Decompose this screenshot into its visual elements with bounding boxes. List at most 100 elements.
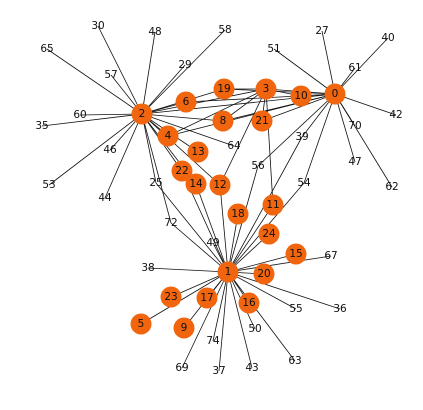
node-15: 15 <box>285 243 307 265</box>
node-label-29: 29 <box>178 59 191 71</box>
node-label-61: 61 <box>348 62 361 74</box>
node-20: 20 <box>253 263 275 285</box>
node-label-10: 10 <box>294 90 307 102</box>
node-56: 56 <box>251 160 265 172</box>
node-circle-17 <box>196 287 218 309</box>
edge-1-15 <box>227 253 297 273</box>
node-circle-13 <box>187 141 209 163</box>
edge-1-74 <box>212 271 229 342</box>
edge-1-69 <box>181 271 229 369</box>
node-label-3: 3 <box>263 83 270 95</box>
node-64: 64 <box>227 140 241 152</box>
node-42: 42 <box>389 109 402 121</box>
node-label-23: 23 <box>164 291 177 303</box>
node-51: 51 <box>267 43 280 55</box>
edge-1-5 <box>140 271 229 325</box>
node-label-54: 54 <box>297 177 311 189</box>
node-24: 24 <box>258 223 280 245</box>
node-label-65: 65 <box>40 43 53 55</box>
node-label-2: 2 <box>139 108 146 120</box>
node-label-27: 27 <box>315 25 328 37</box>
node-label-25: 25 <box>149 177 162 189</box>
edges-layer <box>41 25 397 372</box>
node-29: 29 <box>178 59 191 71</box>
node-23: 23 <box>160 286 182 308</box>
node-16: 16 <box>238 292 260 314</box>
node-label-11: 11 <box>266 199 279 211</box>
node-label-18: 18 <box>231 208 244 220</box>
node-0: 0 <box>324 83 346 105</box>
node-1: 1 <box>217 261 239 283</box>
node-22: 22 <box>171 160 193 182</box>
edge-2-3 <box>141 88 267 115</box>
edge-1-37 <box>218 271 229 372</box>
edge-1-67 <box>227 255 332 273</box>
node-label-39: 39 <box>295 131 308 143</box>
node-label-12: 12 <box>213 179 226 191</box>
node-circle-14 <box>185 173 207 195</box>
edge-1-72 <box>170 222 229 273</box>
edge-0-56 <box>257 93 336 167</box>
edge-2-72 <box>141 113 172 224</box>
edge-1-55 <box>227 271 297 310</box>
node-70: 70 <box>348 120 361 132</box>
edge-2-53 <box>48 113 143 186</box>
node-label-8: 8 <box>220 115 227 127</box>
edge-1-43 <box>227 271 253 369</box>
node-6: 6 <box>175 91 197 113</box>
node-40: 40 <box>381 32 394 44</box>
node-label-16: 16 <box>242 297 256 309</box>
edge-2-12 <box>141 113 221 186</box>
node-label-72: 72 <box>164 217 177 229</box>
node-50: 50 <box>248 323 261 335</box>
node-63: 63 <box>288 355 301 367</box>
edge-2-48 <box>141 31 156 115</box>
node-circle-12 <box>209 174 231 196</box>
node-label-56: 56 <box>251 160 265 172</box>
node-circle-10 <box>290 85 312 107</box>
node-58: 58 <box>218 24 231 36</box>
node-57: 57 <box>104 69 117 81</box>
edge-2-30 <box>97 25 143 115</box>
node-label-17: 17 <box>200 292 213 304</box>
node-label-69: 69 <box>175 362 188 374</box>
edge-0-42 <box>334 93 397 116</box>
edge-1-25 <box>155 182 229 273</box>
edge-2-65 <box>46 48 143 115</box>
edge-2-44 <box>104 113 143 199</box>
node-label-4: 4 <box>165 130 172 142</box>
edge-1-11 <box>227 204 274 273</box>
edge-2-64 <box>141 113 235 147</box>
node-48: 48 <box>148 26 161 38</box>
node-label-55: 55 <box>289 303 302 315</box>
edge-0-47 <box>334 93 356 163</box>
node-55: 55 <box>289 303 302 315</box>
node-circle-8 <box>212 110 234 132</box>
node-4: 4 <box>157 125 179 147</box>
edge-1-63 <box>227 271 296 362</box>
node-27: 27 <box>315 25 328 37</box>
node-12: 12 <box>209 174 231 196</box>
node-53: 53 <box>42 179 55 191</box>
node-label-40: 40 <box>381 32 394 44</box>
node-65: 65 <box>40 43 53 55</box>
node-25: 25 <box>149 177 162 189</box>
node-30: 30 <box>91 20 104 32</box>
node-43: 43 <box>245 362 258 374</box>
node-label-22: 22 <box>175 165 188 177</box>
node-62: 62 <box>385 181 398 193</box>
edge-1-14 <box>195 183 229 273</box>
node-circle-5 <box>130 313 152 335</box>
edge-1-36 <box>227 271 341 310</box>
edge-2-58 <box>141 29 226 115</box>
node-19: 19 <box>213 78 235 100</box>
node-circle-22 <box>171 160 193 182</box>
node-label-47: 47 <box>348 156 361 168</box>
node-label-50: 50 <box>248 323 261 335</box>
edge-0-62 <box>334 93 393 188</box>
node-label-35: 35 <box>35 120 48 132</box>
node-circle-3 <box>255 78 277 100</box>
node-label-70: 70 <box>348 120 361 132</box>
node-2: 2 <box>131 103 153 125</box>
